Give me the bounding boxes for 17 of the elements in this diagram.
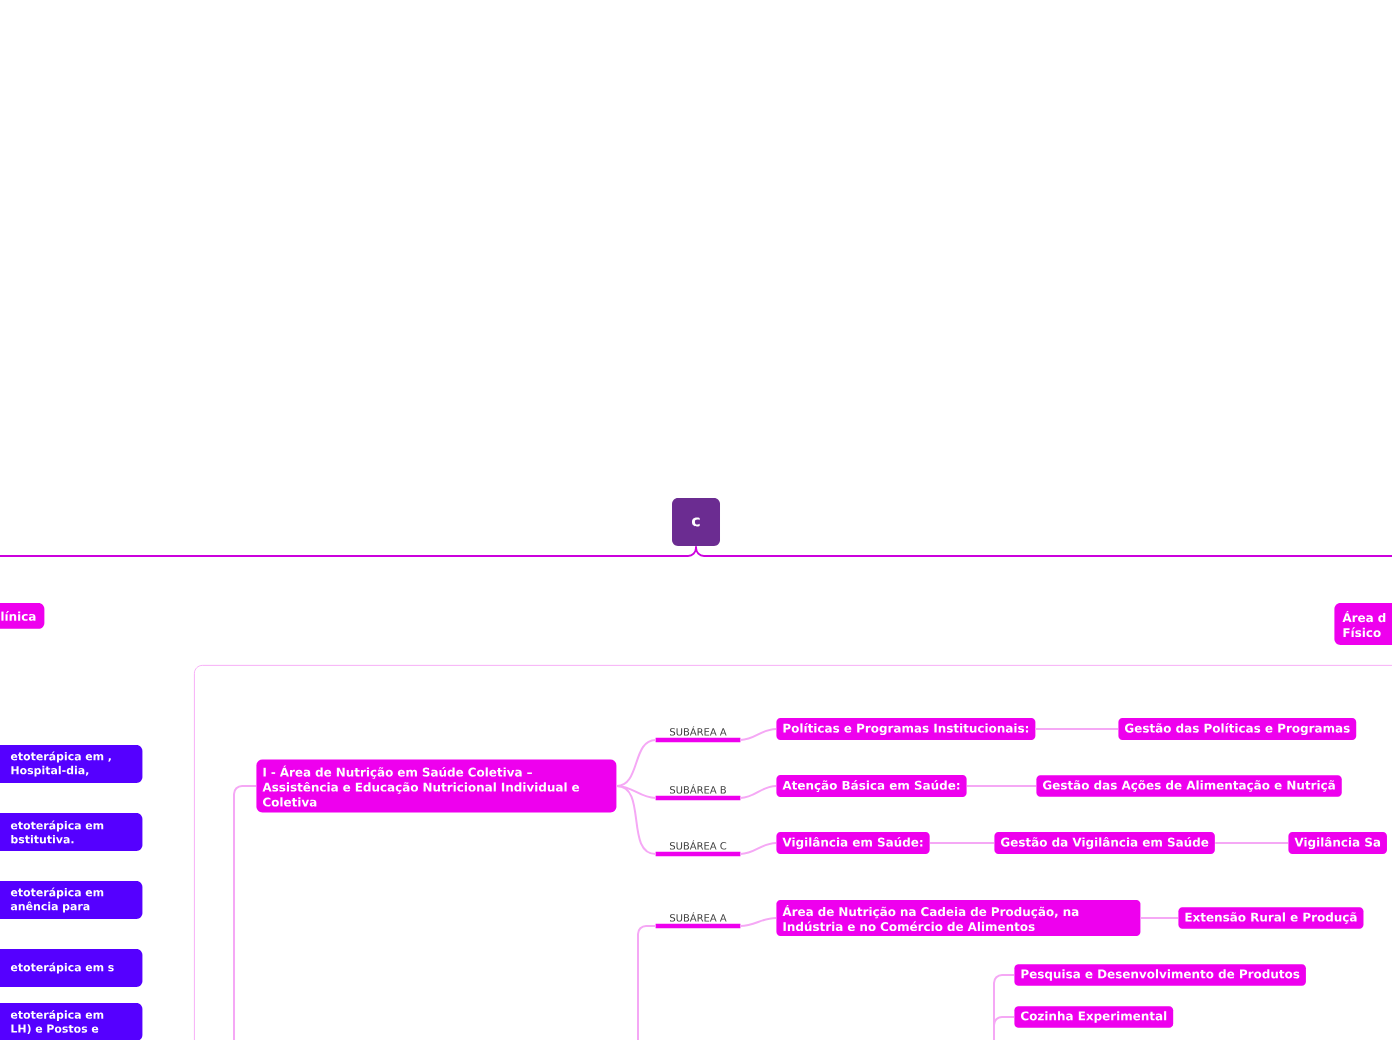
connector bbox=[695, 545, 1392, 557]
connector bbox=[615, 739, 657, 787]
connector bbox=[966, 785, 1037, 787]
connector bbox=[739, 785, 777, 799]
connector bbox=[1214, 842, 1289, 844]
connector bbox=[637, 925, 657, 1040]
connector bbox=[929, 842, 995, 844]
connector bbox=[615, 785, 657, 855]
connector bbox=[993, 1016, 1015, 1040]
group-frame bbox=[194, 665, 1392, 1040]
connector bbox=[739, 917, 777, 927]
connector bbox=[0, 545, 697, 557]
connector bbox=[1034, 728, 1119, 730]
connector bbox=[739, 728, 777, 741]
connector bbox=[1139, 917, 1179, 919]
connector bbox=[739, 842, 777, 855]
connector bbox=[615, 785, 657, 799]
